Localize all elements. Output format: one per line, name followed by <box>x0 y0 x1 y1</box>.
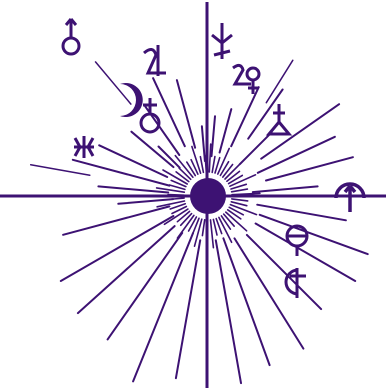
sun-ray-line <box>211 220 214 248</box>
sun-ray-line <box>212 157 215 173</box>
circle-cross-icon <box>141 98 159 132</box>
sun-ray-line <box>200 157 203 173</box>
sun-ray-line <box>232 193 260 194</box>
triangle-cross-icon <box>269 104 289 134</box>
jupiter-variant-icon <box>144 45 166 76</box>
sun-ray-line <box>232 189 248 192</box>
sun-ray-line <box>202 220 204 236</box>
sun-ray-line <box>63 206 169 234</box>
circle-arrow-icon <box>63 19 79 54</box>
sun-rays <box>31 60 368 383</box>
moon-crescent-icon <box>120 83 143 117</box>
sun-ray-line <box>228 210 241 219</box>
sun-ray-line <box>220 109 232 152</box>
sun-ray-line <box>253 186 318 192</box>
sun-ray-line <box>266 60 293 102</box>
sun-ray-line <box>118 199 173 204</box>
arrow-arch-icon <box>336 184 364 212</box>
sun-ray-line <box>177 80 195 148</box>
sun-ray-line <box>231 87 259 146</box>
sun-ray-line <box>232 199 248 201</box>
sun-ray-line <box>247 235 321 309</box>
sun-ray-line <box>212 116 216 156</box>
crescent-cross-icon <box>286 268 306 298</box>
sun-ray-line <box>99 145 167 177</box>
sun-ray-line <box>31 165 90 176</box>
sun-ray-line <box>209 144 210 172</box>
sun-ray-line <box>221 216 230 229</box>
sun-ray-line <box>216 240 241 383</box>
jupiter-venus-icon <box>233 65 259 94</box>
sun-ray-line <box>258 137 335 173</box>
sun-ray-line <box>176 240 200 378</box>
sun-ray-line <box>176 172 189 182</box>
sun-ray-line <box>179 168 191 179</box>
sun-ray-line <box>73 160 170 186</box>
sun-ray-line <box>96 62 131 104</box>
sun-ray-line <box>213 219 217 235</box>
sun-ray-line <box>168 198 184 199</box>
forked-arrow-icon <box>212 23 232 59</box>
sun-ray-line <box>266 157 353 180</box>
sun-ray-line <box>78 226 175 313</box>
star-cross-icon <box>74 136 94 158</box>
